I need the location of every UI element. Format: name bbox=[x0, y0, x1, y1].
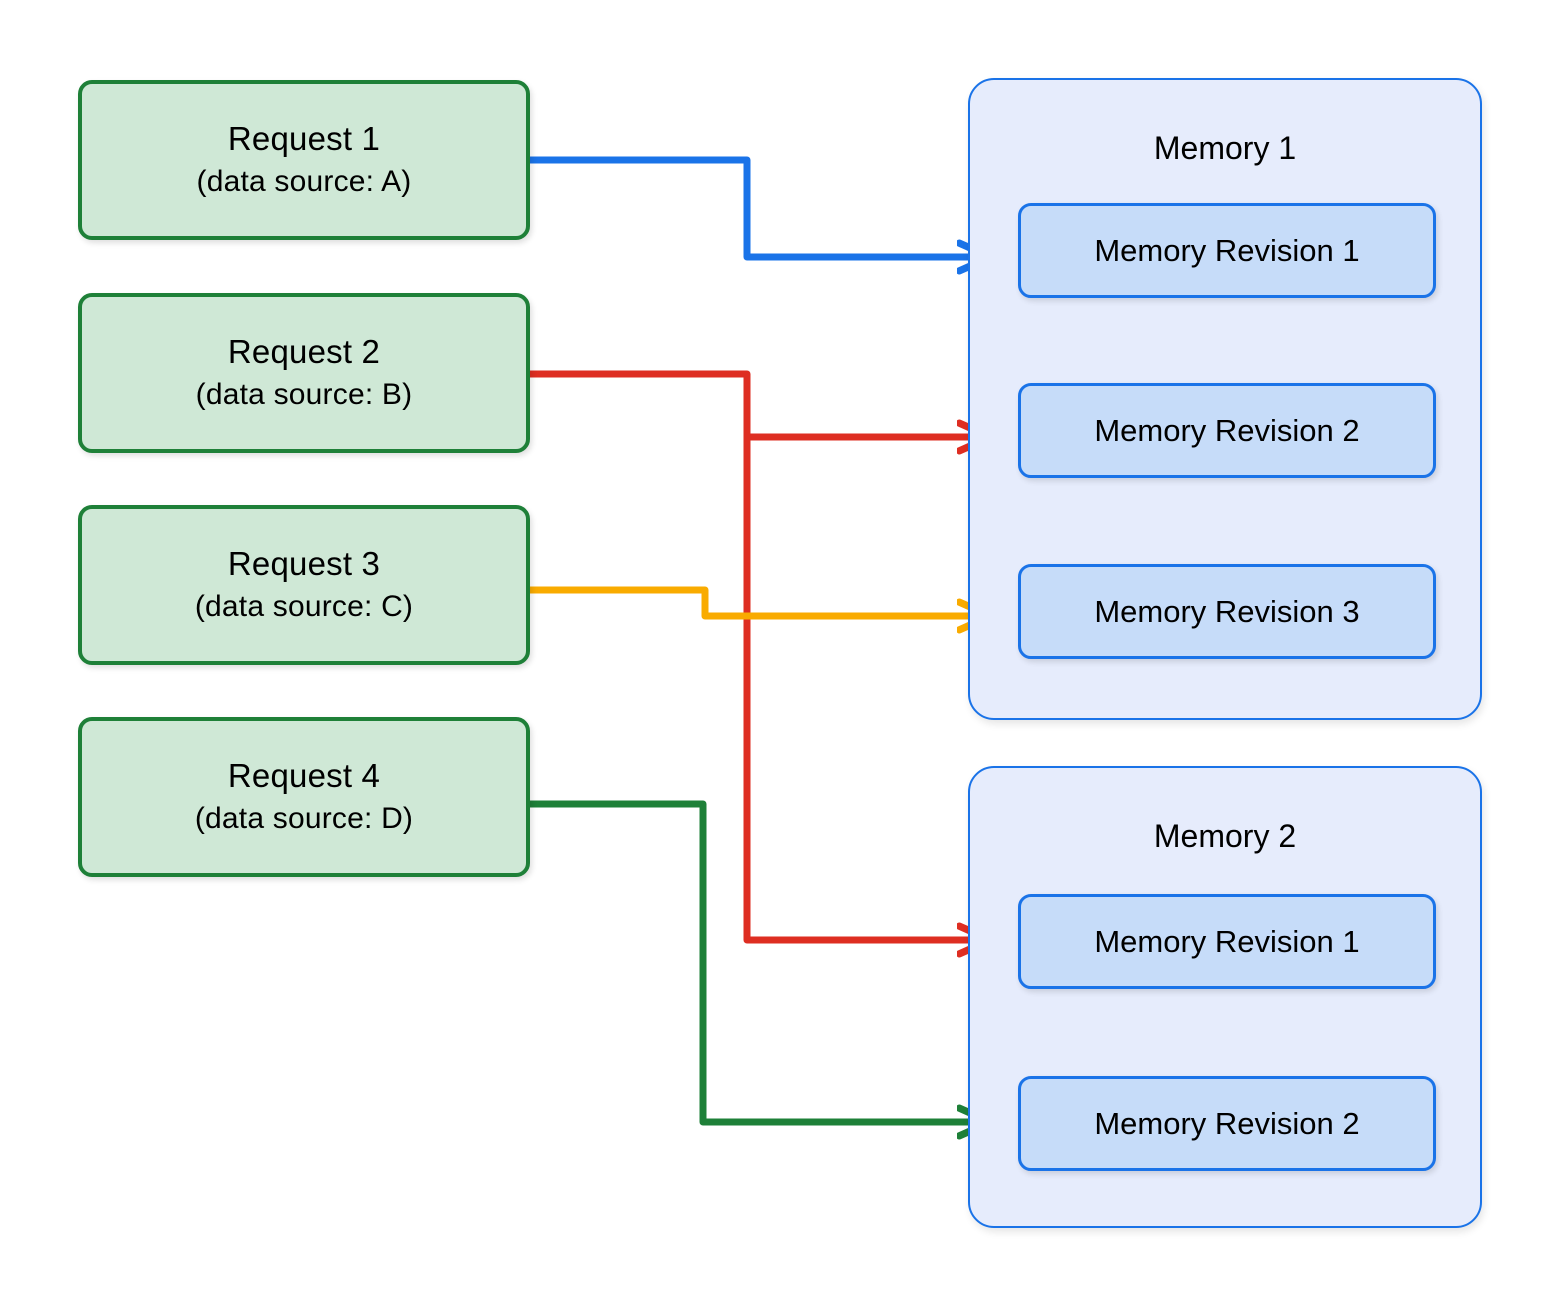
request-box-3[interactable]: Request 3 (data source: C) bbox=[78, 505, 530, 665]
memory-container-2[interactable]: Memory 2 Memory Revision 1 Memory Revisi… bbox=[968, 766, 1482, 1228]
request-subtitle: (data source: B) bbox=[195, 378, 413, 411]
connector-request-4-to-memory-2-revision-2 bbox=[526, 800, 990, 1122]
request-title: Request 2 bbox=[227, 333, 381, 370]
memory-revision-box-m1-r3[interactable]: Memory Revision 3 bbox=[1018, 564, 1436, 659]
request-subtitle: (data source: A) bbox=[196, 165, 412, 198]
connector-request-1-to-memory-1-revision-1 bbox=[526, 156, 990, 257]
memory-container-1[interactable]: Memory 1 Memory Revision 1 Memory Revisi… bbox=[968, 78, 1482, 720]
request-title: Request 3 bbox=[227, 545, 381, 582]
memory-revision-label: Memory Revision 2 bbox=[1094, 1105, 1360, 1141]
memory-revision-box-m2-r2[interactable]: Memory Revision 2 bbox=[1018, 1076, 1436, 1171]
memory-title: Memory 1 bbox=[1153, 130, 1297, 166]
memory-revision-label: Memory Revision 1 bbox=[1094, 232, 1360, 268]
memory-revision-label: Memory Revision 3 bbox=[1094, 593, 1360, 629]
request-title: Request 1 bbox=[227, 120, 381, 157]
connector-request-2-trunk bbox=[526, 370, 990, 940]
memory-title: Memory 2 bbox=[1153, 818, 1297, 854]
request-box-1[interactable]: Request 1 (data source: A) bbox=[78, 80, 530, 240]
memory-revision-label: Memory Revision 1 bbox=[1094, 923, 1360, 959]
memory-revision-box-m1-r2[interactable]: Memory Revision 2 bbox=[1018, 383, 1436, 478]
request-title: Request 4 bbox=[227, 757, 381, 794]
request-subtitle: (data source: C) bbox=[194, 590, 414, 623]
memory-revision-box-m2-r1[interactable]: Memory Revision 1 bbox=[1018, 894, 1436, 989]
request-box-4[interactable]: Request 4 (data source: D) bbox=[78, 717, 530, 877]
connector-request-3-to-memory-1-revision-3 bbox=[526, 586, 990, 616]
request-subtitle: (data source: D) bbox=[194, 802, 414, 835]
memory-revision-box-m1-r1[interactable]: Memory Revision 1 bbox=[1018, 203, 1436, 298]
memory-revision-label: Memory Revision 2 bbox=[1094, 412, 1360, 448]
request-box-2[interactable]: Request 2 (data source: B) bbox=[78, 293, 530, 453]
